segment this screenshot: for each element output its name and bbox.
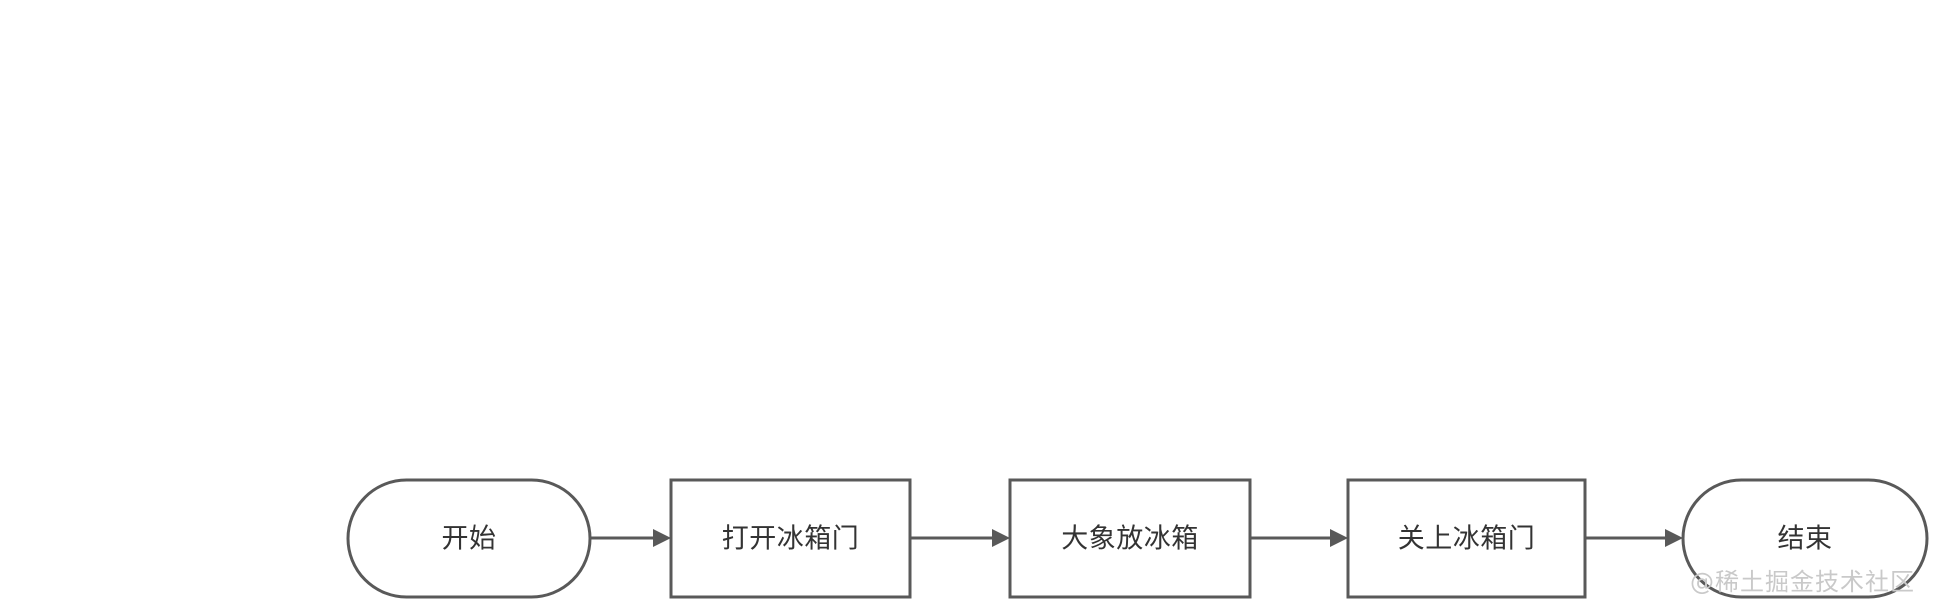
node-start[interactable]: 开始 xyxy=(346,478,592,599)
node-step3[interactable]: 关上冰箱门 xyxy=(1346,478,1587,599)
node-step1-label: 打开冰箱门 xyxy=(722,524,860,555)
watermark: @稀土掘金技术社区 xyxy=(1690,568,1915,596)
arrowhead-icon xyxy=(992,529,1010,547)
arrowhead-icon xyxy=(1665,529,1683,547)
node-step3-label: 关上冰箱门 xyxy=(1398,524,1536,555)
edge-start-to-step1 xyxy=(590,529,671,547)
edge-step3-to-end xyxy=(1585,529,1683,547)
node-step2-shape[interactable] xyxy=(1008,478,1252,599)
node-end[interactable]: 结束 xyxy=(1681,478,1929,599)
edge-step1-to-step2 xyxy=(910,529,1010,547)
node-end-shape[interactable] xyxy=(1681,478,1929,599)
node-step1-shape[interactable] xyxy=(669,478,912,599)
edge-step2-to-step3 xyxy=(1250,529,1348,547)
node-step2[interactable]: 大象放冰箱 xyxy=(1008,478,1252,599)
node-step3-shape[interactable] xyxy=(1346,478,1587,599)
node-start-label: 开始 xyxy=(442,524,497,555)
arrowhead-icon xyxy=(1330,529,1348,547)
node-start-shape[interactable] xyxy=(346,478,592,599)
node-step1[interactable]: 打开冰箱门 xyxy=(669,478,912,599)
node-step2-label: 大象放冰箱 xyxy=(1061,524,1199,555)
arrowhead-icon xyxy=(653,529,671,547)
node-end-label: 结束 xyxy=(1778,524,1833,555)
